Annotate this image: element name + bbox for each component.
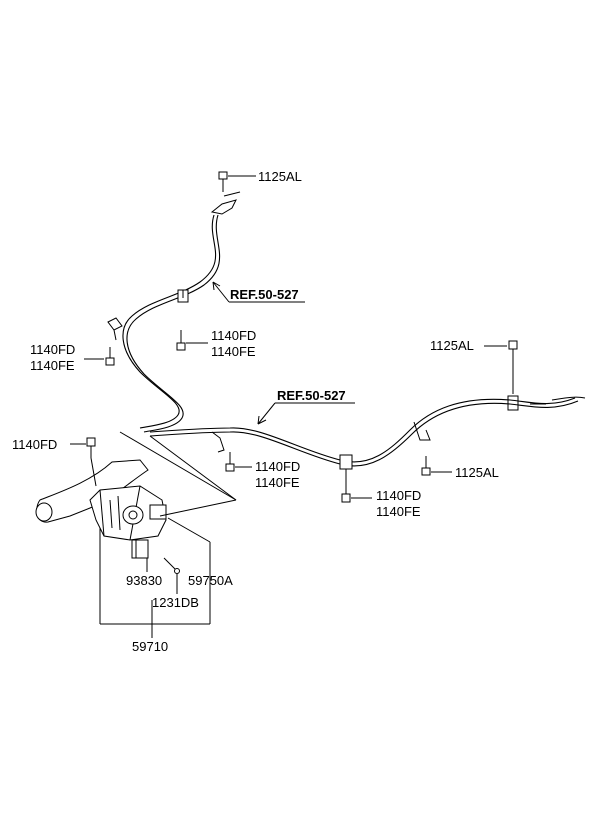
label-93830: 93830 — [126, 573, 162, 588]
label-bolt-top: 1125AL — [258, 169, 302, 184]
bolt-pedal-icon — [86, 437, 96, 458]
label-mid-fe: 1140FE — [211, 344, 256, 359]
upper-cable-assembly — [107, 191, 241, 433]
label-ref-lower: REF.50-527 — [277, 388, 346, 403]
label-right-low-fe: 1140FE — [376, 504, 421, 519]
bolt-center-icon — [225, 452, 235, 472]
label-ref-upper: REF.50-527 — [230, 287, 299, 302]
bolt-right-low-icon — [421, 456, 431, 476]
label-59710: 59710 — [132, 639, 168, 654]
label-right-low-fd: 1140FD — [376, 488, 421, 503]
label-left-fe: 1140FE — [30, 358, 75, 373]
label-center-fd: 1140FD — [255, 459, 300, 474]
bolt-top-icon — [218, 171, 228, 192]
label-center-fe: 1140FE — [255, 475, 300, 490]
callout-labels: 1125AL REF.50-527 1140FD 1140FE 1140FD 1… — [12, 169, 499, 654]
label-mid-fd: 1140FD — [211, 328, 256, 343]
bolts — [86, 171, 518, 503]
leader-lines — [70, 175, 507, 638]
bolt-left-icon — [105, 347, 115, 366]
label-left-fd: 1140FD — [30, 342, 75, 357]
label-1231db: 1231DB — [152, 595, 199, 610]
label-right-top: 1125AL — [430, 338, 474, 353]
bolt-right-top-icon — [508, 340, 518, 394]
label-pedal-bolt: 1140FD — [12, 437, 57, 452]
label-right-low: 1125AL — [455, 465, 499, 480]
label-59750a: 59750A — [188, 573, 233, 588]
bolt-mid-icon — [176, 330, 186, 351]
parking-brake-pedal-assembly — [35, 431, 237, 574]
bolt-center-low-icon — [341, 469, 351, 503]
lower-cable-assembly — [149, 395, 586, 470]
